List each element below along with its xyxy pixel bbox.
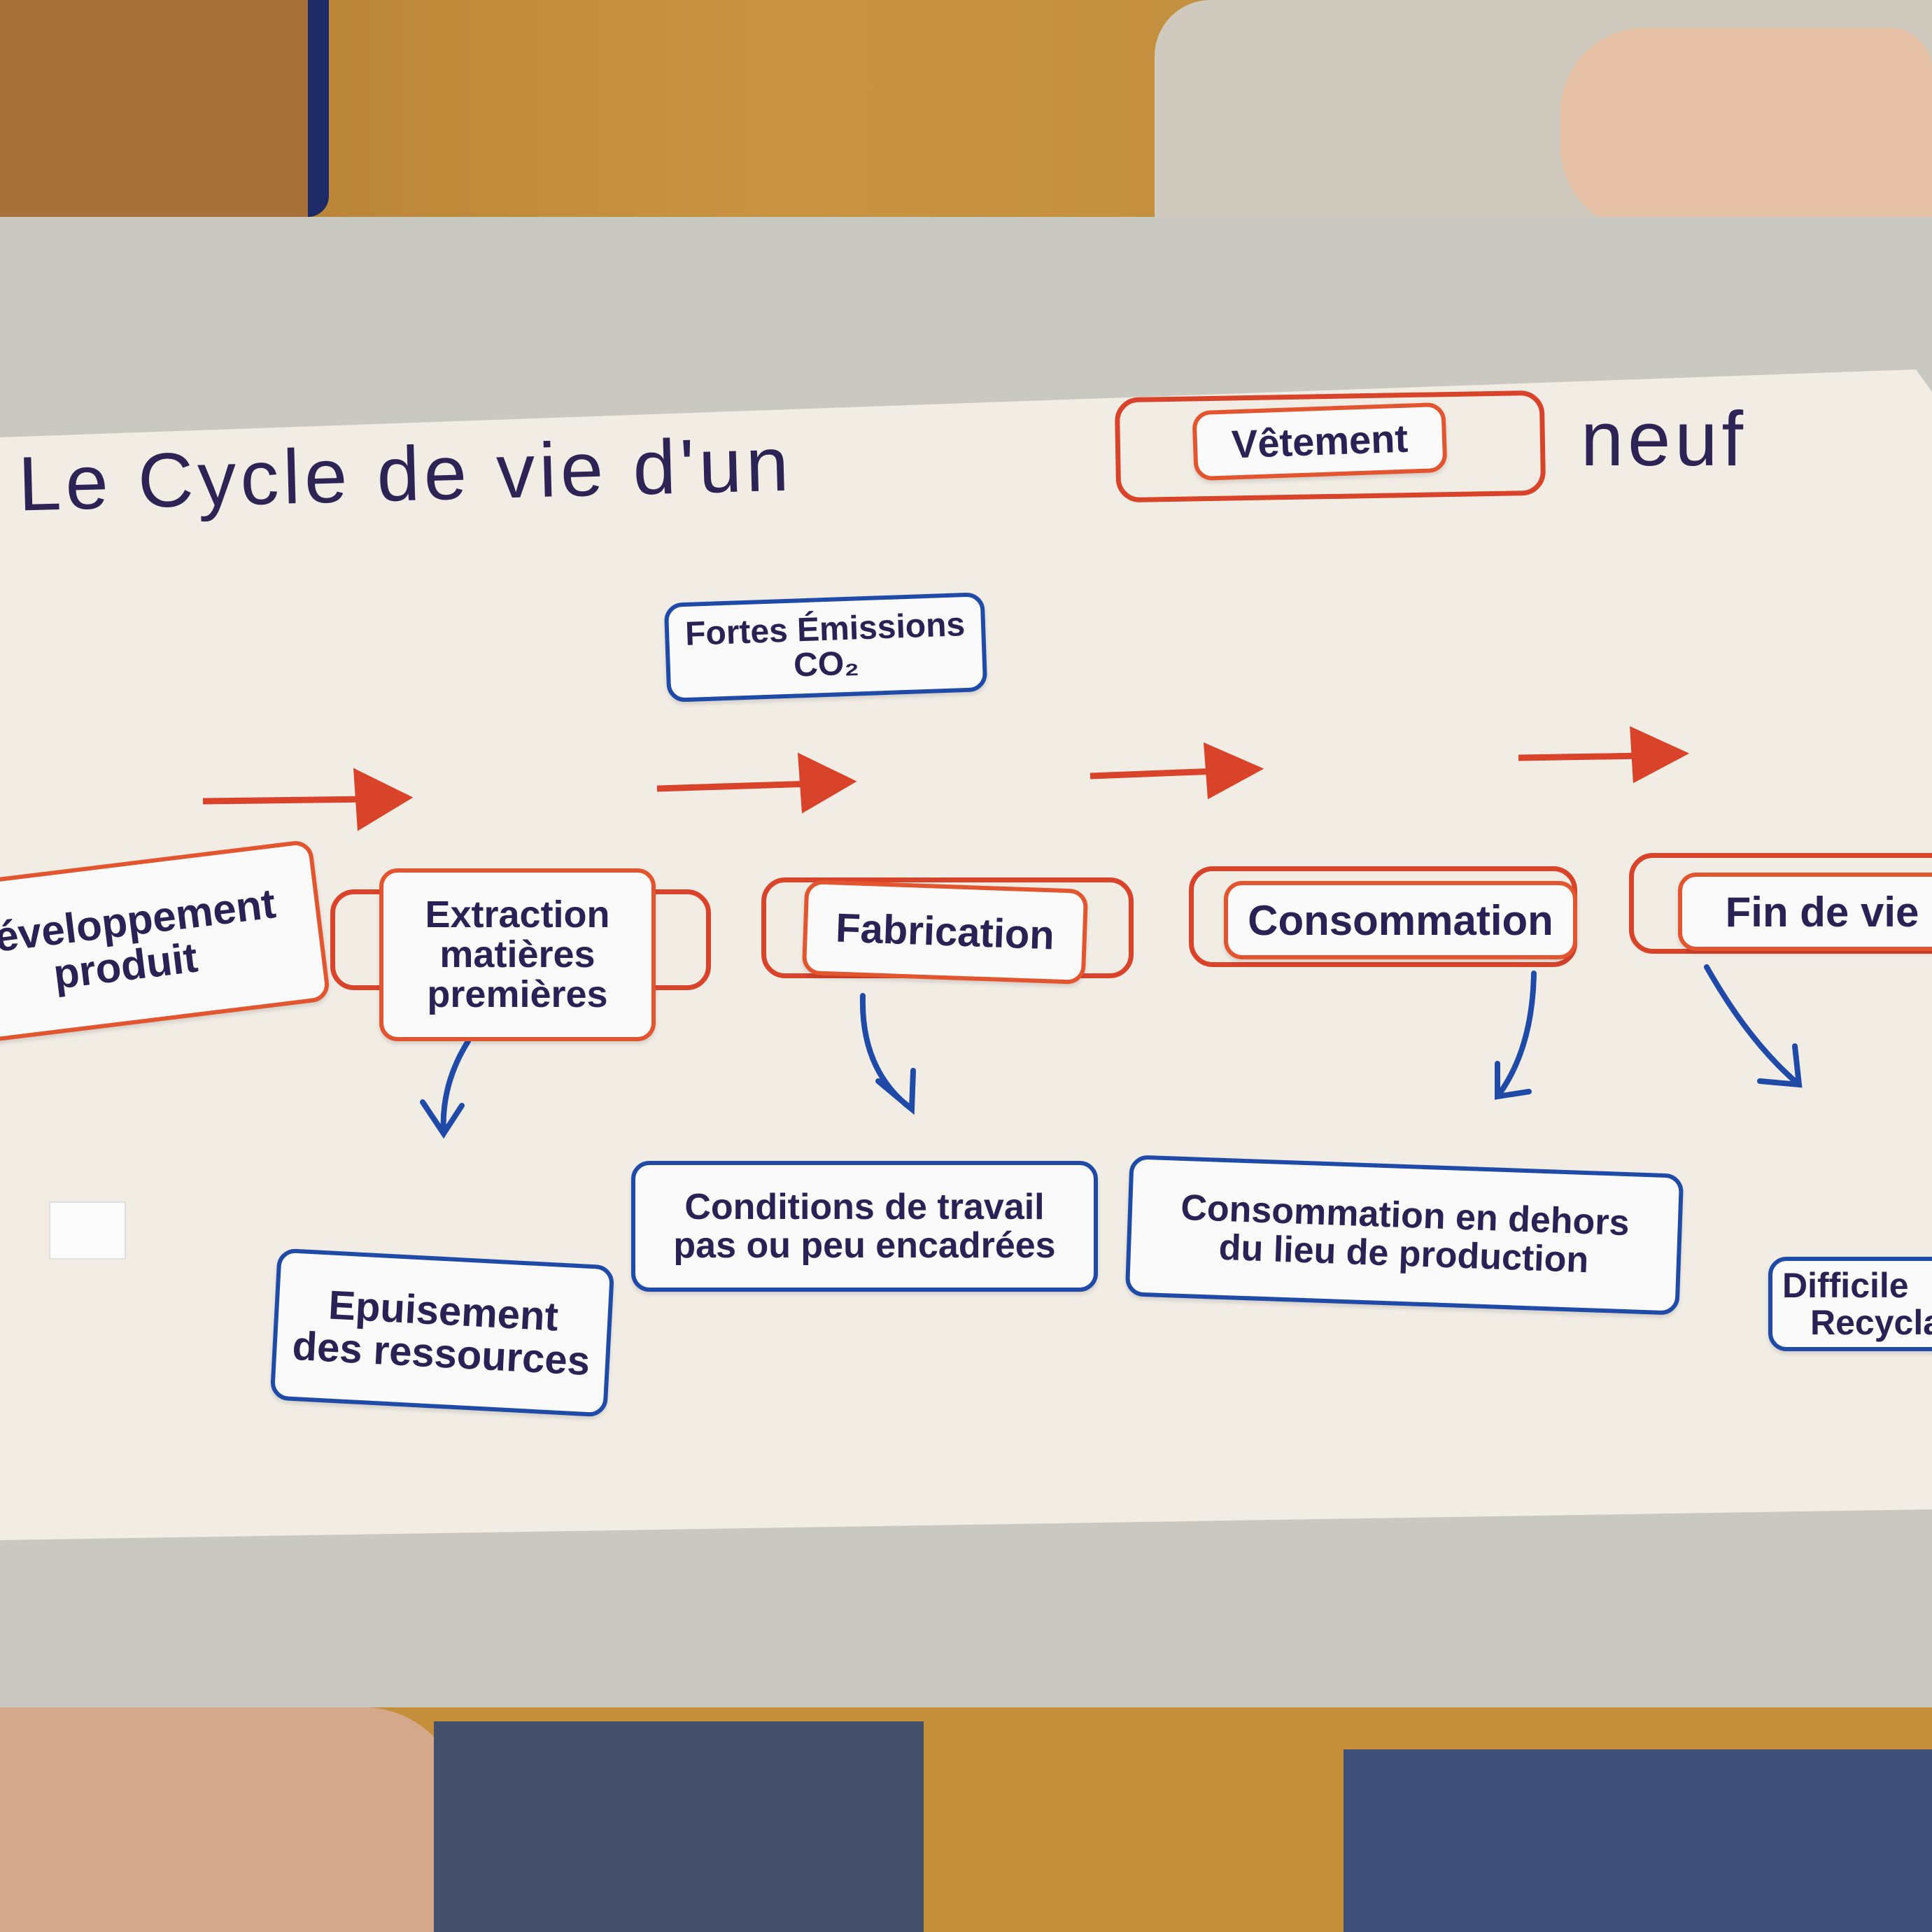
red-arrow-head — [353, 768, 414, 831]
impact-text: Conditions de travail — [684, 1186, 1045, 1227]
stage-text: Fabrication — [835, 905, 1055, 958]
impact-text: pas ou peu encadrées — [673, 1225, 1056, 1266]
stage-fabrication: Fabrication — [801, 879, 1089, 985]
person-jeans — [434, 1721, 924, 1932]
red-arrow-head — [1203, 742, 1264, 800]
velcro-patch — [49, 1201, 126, 1260]
person-hand — [1560, 28, 1932, 231]
impact-extraction: Epuisement des ressources — [269, 1248, 615, 1418]
stage-consommation: Consommation — [1224, 881, 1577, 959]
blue-arrows — [420, 964, 1803, 1139]
stage-extraction: Extraction matières premières — [379, 868, 656, 1041]
blue-arrow — [859, 993, 916, 1115]
red-arrow-head — [797, 752, 857, 814]
red-arrow-line — [1090, 768, 1218, 780]
red-arrow-line — [656, 780, 812, 792]
red-arrow-line — [202, 796, 372, 805]
blue-arrow — [1704, 964, 1803, 1088]
impact-fabrication: Conditions de travail pas ou peu encadré… — [631, 1161, 1098, 1292]
impact-consommation: Consommation en dehors du lieu de produc… — [1124, 1155, 1684, 1316]
impact-fin-de-vie: Difficile Recyclage — [1768, 1257, 1932, 1351]
stage-frame — [1629, 853, 1932, 954]
red-arrows — [202, 726, 1690, 831]
blue-arrow — [1495, 971, 1537, 1100]
impact-text: Recyclage — [1810, 1302, 1932, 1342]
stage-text: Consommation — [1248, 896, 1553, 944]
stage-text: Extraction — [425, 894, 610, 936]
red-arrow-head — [1630, 726, 1690, 784]
stage-text: matières — [439, 933, 595, 976]
stage-text: premières — [427, 973, 608, 1015]
stage-fin-de-vie: Fin de vie — [1678, 873, 1932, 951]
chair — [0, 0, 329, 217]
red-arrow-line — [1518, 752, 1645, 761]
person-jeans — [1344, 1749, 1932, 1932]
blue-arrow — [420, 1038, 471, 1139]
person-leg — [0, 1707, 462, 1932]
title-suffix: neuf — [1581, 396, 1748, 482]
stage-text: Fin de vie — [1725, 888, 1919, 936]
impact-text: Difficile — [1782, 1266, 1909, 1305]
